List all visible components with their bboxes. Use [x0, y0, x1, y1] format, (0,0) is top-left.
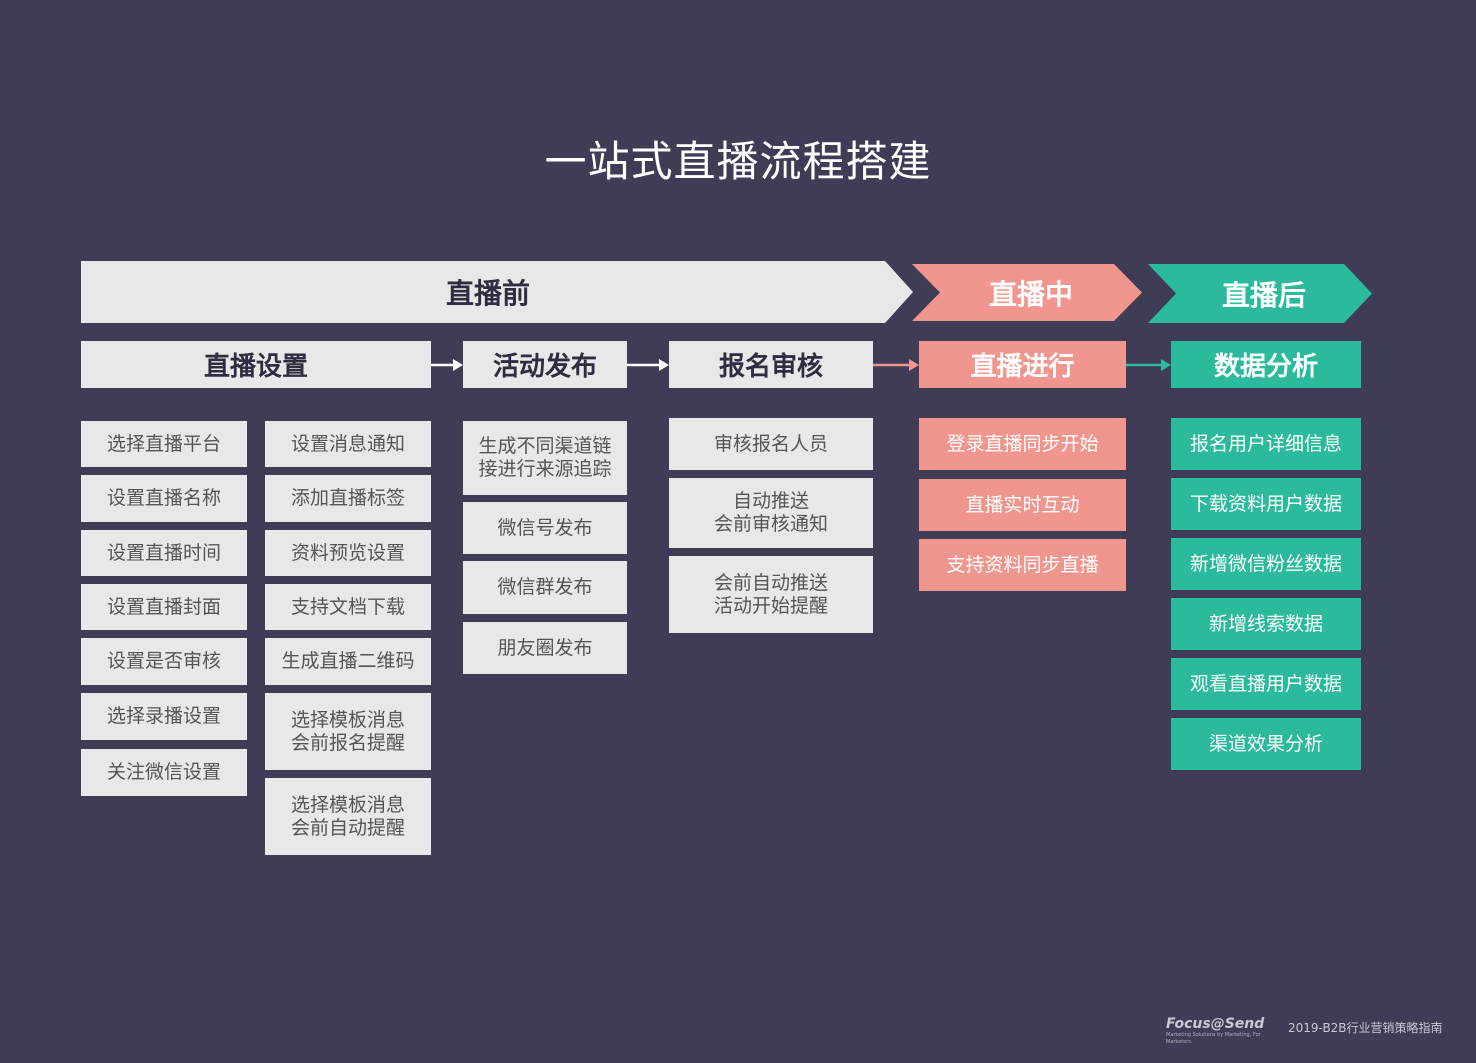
step-event-publish: 活动发布	[463, 341, 627, 388]
phase-pre-live: 直播前	[81, 261, 913, 323]
live-item: 直播实时互动	[919, 479, 1126, 531]
step-signup-review: 报名审核	[669, 341, 873, 388]
setup-item: 选择模板消息 会前报名提醒	[265, 693, 431, 770]
arrow-review-to-live	[873, 359, 919, 371]
setup-item: 添加直播标签	[265, 475, 431, 522]
analysis-item: 报名用户详细信息	[1171, 418, 1361, 470]
setup-item: 设置直播封面	[81, 584, 247, 630]
publish-item: 微信号发布	[463, 502, 627, 554]
analysis-item: 观看直播用户数据	[1171, 658, 1361, 710]
setup-item: 支持文档下载	[265, 584, 431, 630]
setup-item: 关注微信设置	[81, 749, 247, 796]
review-item: 自动推送 会前审核通知	[669, 478, 873, 548]
setup-item: 选择直播平台	[81, 421, 247, 467]
setup-item: 设置直播时间	[81, 530, 247, 576]
step-data-analysis: 数据分析	[1171, 341, 1361, 388]
page-title: 一站式直播流程搭建	[544, 137, 932, 186]
step-live-setup: 直播设置	[81, 341, 431, 388]
setup-item: 生成直播二维码	[265, 638, 431, 685]
setup-item: 设置消息通知	[265, 421, 431, 467]
publish-item: 微信群发布	[463, 561, 627, 614]
review-item: 会前自动推送 活动开始提醒	[669, 556, 873, 633]
arrow-setup-to-publish	[431, 359, 463, 371]
step-live-running: 直播进行	[919, 341, 1126, 388]
footer-caption: 2019-B2B行业营销策略指南	[1288, 1021, 1443, 1035]
setup-item: 选择模板消息 会前自动提醒	[265, 778, 431, 855]
analysis-item: 下载资料用户数据	[1171, 478, 1361, 530]
live-item: 支持资料同步直播	[919, 539, 1126, 591]
publish-item: 朋友圈发布	[463, 622, 627, 674]
phase-during-live: 直播中	[912, 264, 1142, 321]
analysis-item: 渠道效果分析	[1171, 718, 1361, 770]
live-item: 登录直播同步开始	[919, 418, 1126, 470]
analysis-item: 新增微信粉丝数据	[1171, 538, 1361, 590]
arrow-live-to-analysis	[1126, 359, 1171, 371]
publish-item: 生成不同渠道链 接进行来源追踪	[463, 421, 627, 495]
arrow-publish-to-review	[627, 359, 669, 371]
analysis-item: 新增线索数据	[1171, 598, 1361, 650]
setup-item: 设置直播名称	[81, 475, 247, 522]
setup-item: 资料预览设置	[265, 530, 431, 576]
phase-post-live: 直播后	[1148, 264, 1372, 323]
review-item: 审核报名人员	[669, 418, 873, 470]
setup-item: 选择录播设置	[81, 693, 247, 740]
brand-logo: Focus@Send Marketing Solutions by Market…	[1166, 1016, 1265, 1045]
setup-item: 设置是否审核	[81, 638, 247, 685]
